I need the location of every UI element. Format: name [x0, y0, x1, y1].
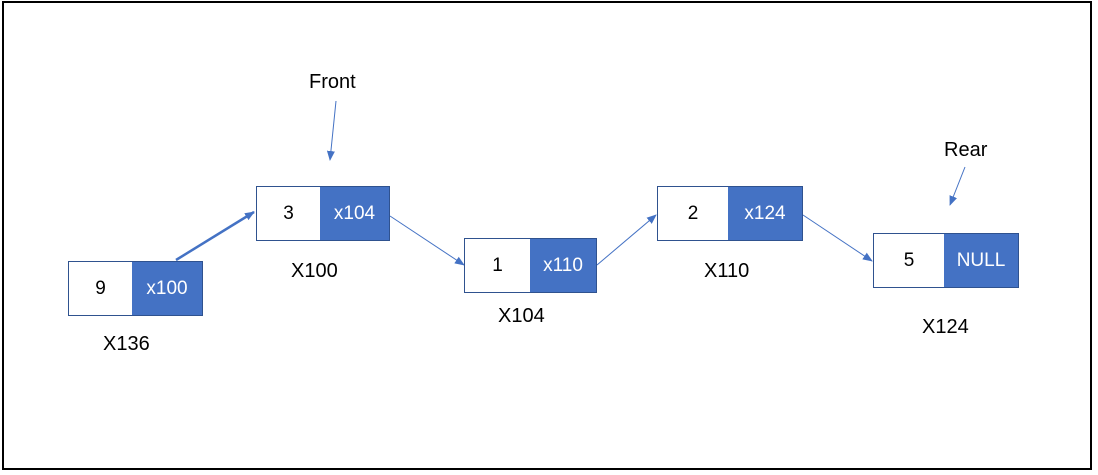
node-next-pointer: x110: [530, 239, 596, 292]
list-node: 5 NULL: [873, 233, 1019, 288]
node-value: 2: [658, 187, 728, 240]
list-node: 3 x104: [256, 186, 390, 241]
front-label: Front: [309, 71, 356, 93]
node-address: X110: [704, 260, 750, 282]
link-arrow-2-to-5: [802, 214, 873, 262]
link-arrow-3-to-1: [389, 215, 465, 266]
node-next-pointer: x104: [320, 187, 389, 240]
node-address: X100: [291, 260, 338, 282]
node-address: X104: [498, 305, 545, 327]
node-value: 1: [465, 239, 530, 292]
node-next-pointer: x100: [132, 262, 202, 315]
node-next-pointer: NULL: [944, 234, 1018, 287]
front-arrow: [326, 100, 337, 161]
node-value: 9: [69, 262, 132, 315]
node-address: X136: [103, 333, 150, 355]
node-address: X124: [922, 316, 969, 338]
node-value: 5: [874, 234, 944, 287]
rear-label: Rear: [944, 139, 988, 161]
node-next-pointer: x124: [728, 187, 802, 240]
link-arrow-9-to-3: [175, 210, 255, 262]
rear-arrow: [949, 166, 966, 206]
list-node: 9 x100: [68, 261, 203, 316]
list-node: 2 x124: [657, 186, 803, 241]
link-arrow-1-to-2: [596, 214, 657, 266]
list-node: 1 x110: [464, 238, 597, 293]
node-value: 3: [257, 187, 320, 240]
